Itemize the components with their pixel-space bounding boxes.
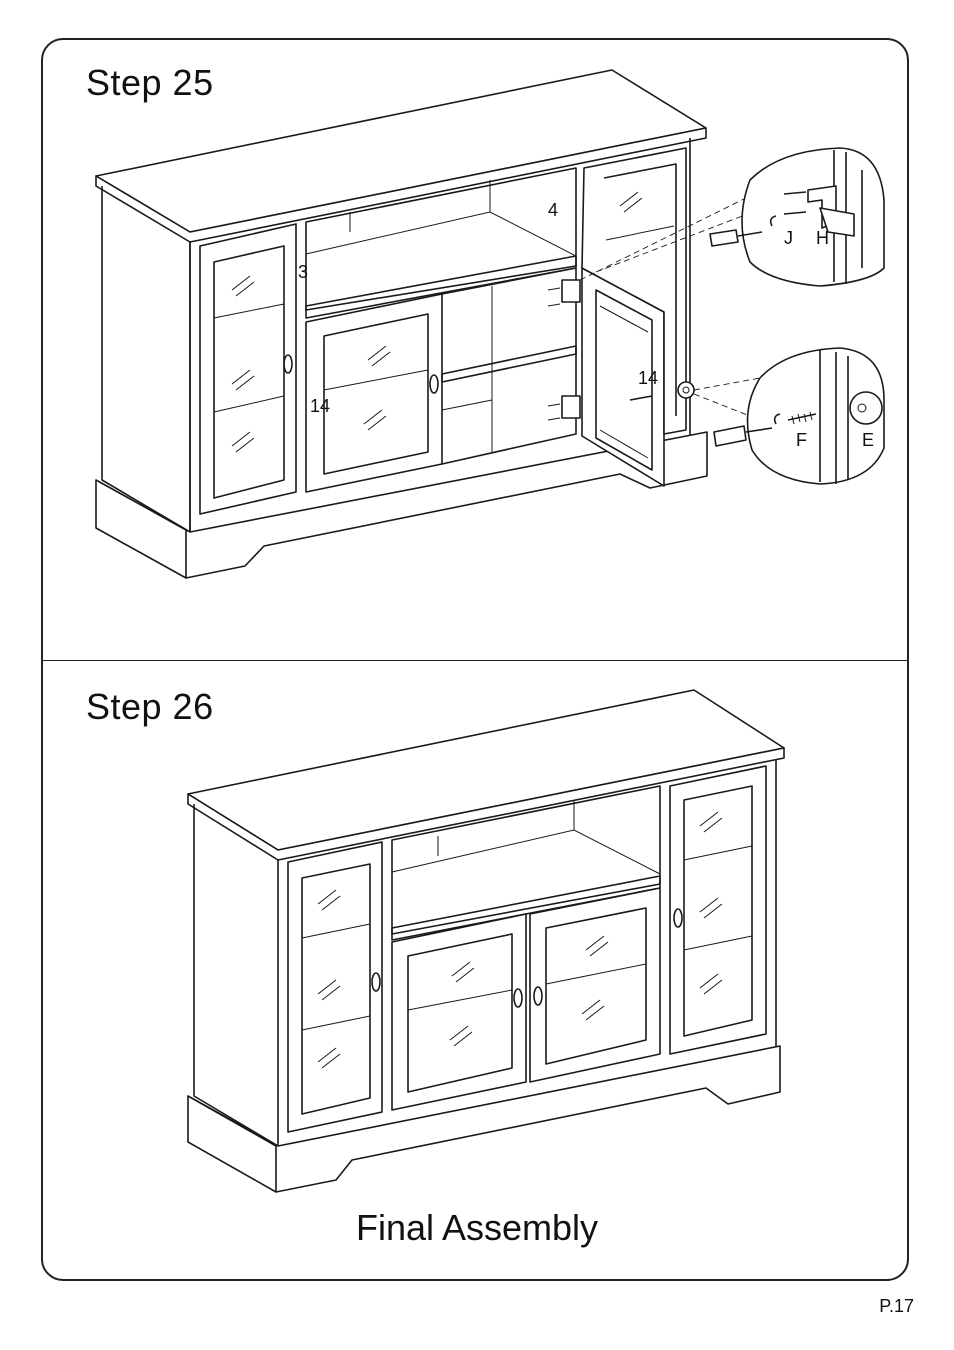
final-base-left-side bbox=[188, 1096, 276, 1192]
final-cabinet-left-side bbox=[194, 804, 278, 1146]
final-assembly-caption: Final Assembly bbox=[0, 1207, 954, 1249]
page-number: P.17 bbox=[879, 1296, 914, 1317]
